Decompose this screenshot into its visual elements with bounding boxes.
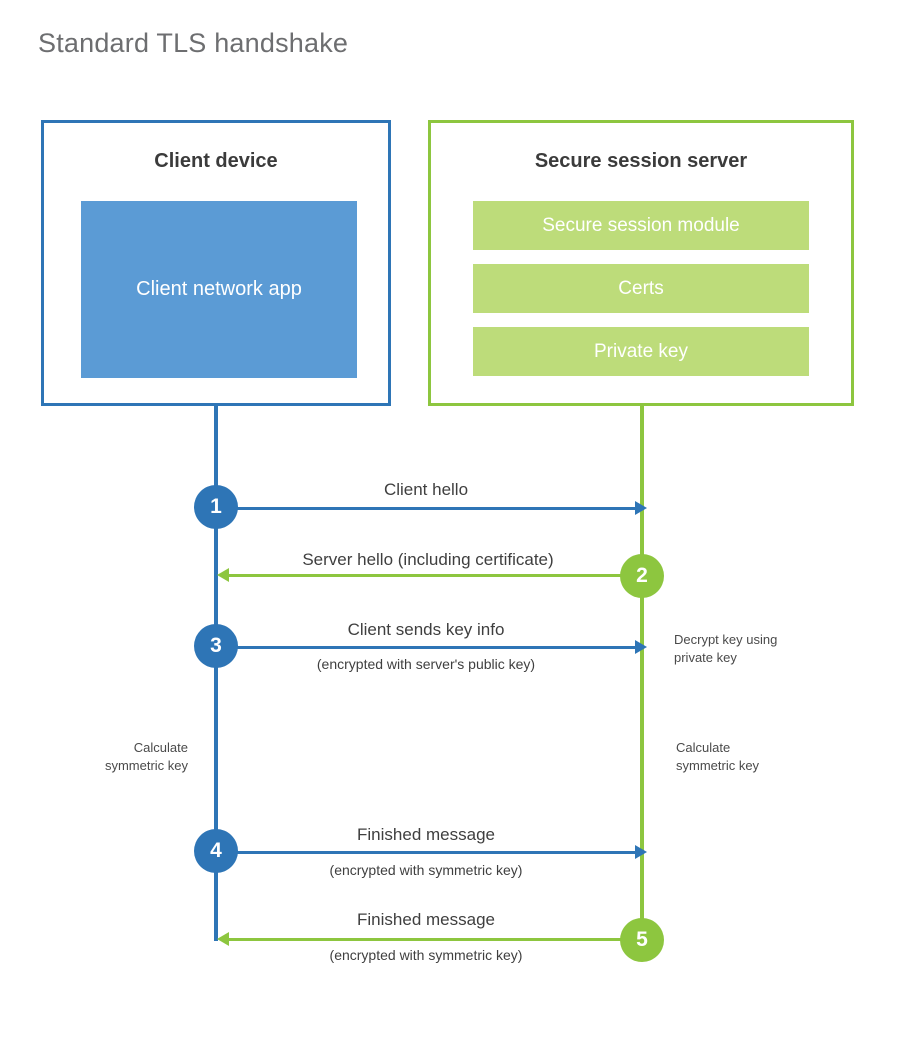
client-network-app-block: Client network app — [81, 201, 357, 378]
annotation-decrypt-key: Decrypt key using private key — [674, 632, 778, 665]
message-label-step-4: Finished message — [357, 825, 495, 844]
step-circle-5: 5 — [620, 918, 664, 962]
client-device-title: Client device — [154, 150, 278, 172]
message-sublabel-step-3: (encrypted with server's public key) — [316, 656, 536, 672]
arrowhead-right-icon — [635, 640, 647, 654]
arrowhead-right-icon — [635, 845, 647, 859]
annotation-client-calculate-symmetric-key: Calculate symmetric key — [104, 740, 188, 773]
message-arrow-step-1 — [216, 501, 647, 515]
arrowhead-left-icon — [217, 568, 229, 582]
step-circle-1: 1 — [194, 485, 238, 529]
message-arrow-step-4 — [216, 845, 647, 859]
annotation-server-calculate-symmetric-key: Calculate symmetric key — [676, 740, 760, 773]
server-lifeline — [640, 403, 644, 941]
server-block-secure-session-module: Secure session module — [473, 201, 809, 250]
message-label-step-3: Client sends key info — [347, 620, 505, 639]
message-arrow-step-3 — [216, 640, 647, 654]
secure-session-server-box: Secure session server Secure session mod… — [428, 120, 854, 406]
step-circle-3: 3 — [194, 624, 238, 668]
message-arrow-step-5 — [217, 932, 642, 946]
secure-session-server-title: Secure session server — [534, 150, 748, 172]
message-sublabel-step-4: (encrypted with symmetric key) — [329, 862, 523, 878]
step-circle-4: 4 — [194, 829, 238, 873]
client-lifeline — [214, 403, 218, 941]
message-sublabel-step-5: (encrypted with symmetric key) — [329, 947, 523, 963]
server-block-certs: Certs — [473, 264, 809, 313]
step-circle-2: 2 — [620, 554, 664, 598]
message-label-step-5: Finished message — [357, 910, 495, 929]
message-label-step-1: Client hello — [383, 480, 469, 499]
message-label-step-2: Server hello (including certificate) — [302, 550, 554, 569]
client-device-box: Client device Client network app — [41, 120, 391, 406]
arrowhead-right-icon — [635, 501, 647, 515]
message-arrow-step-2 — [217, 568, 642, 582]
page-title: Standard TLS handshake — [38, 28, 349, 58]
arrowhead-left-icon — [217, 932, 229, 946]
server-block-private-key: Private key — [473, 327, 809, 376]
